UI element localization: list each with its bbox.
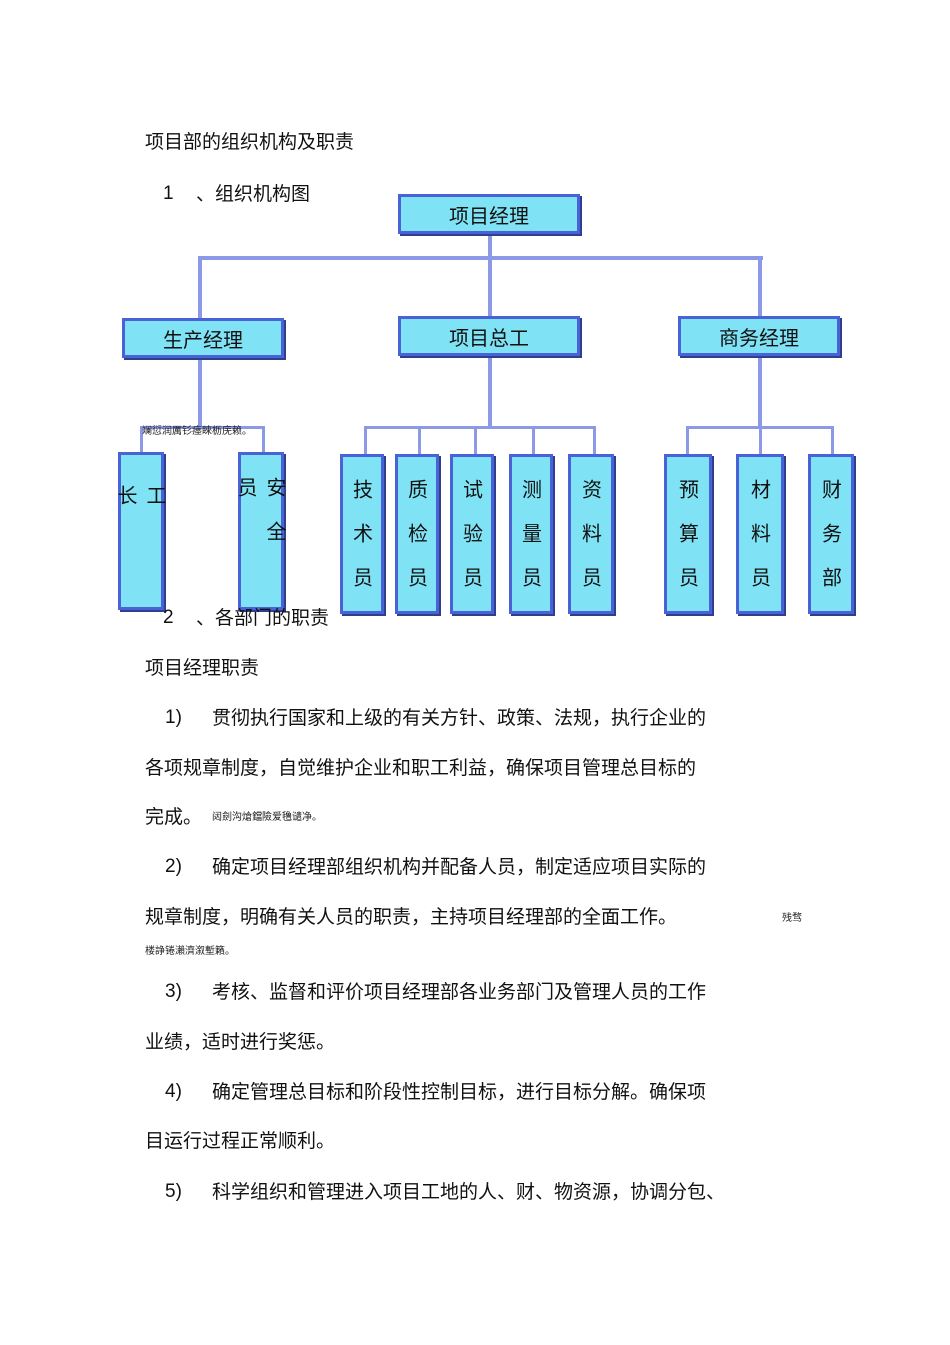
connector — [831, 426, 834, 456]
org-node-root: 项目经理 — [398, 194, 580, 234]
section1-label: 、组织机构图 — [196, 183, 311, 205]
item-number: 2) — [165, 856, 182, 877]
org-chart: 项目经理 生产经理 项目总工 商务经理 斓愆润厲钐瘗睞枥庑赖。 工长 安全员 技… — [0, 0, 950, 640]
item-number: 5) — [165, 1181, 182, 1202]
org-node-finance: 财务部 — [808, 454, 854, 614]
paragraph-line: 目运行过程正常顺利。 — [145, 1130, 336, 1152]
org-node-business: 商务经理 — [678, 316, 840, 356]
org-node-materials: 材料员 — [736, 454, 784, 614]
section2-label: 、各部门的职责 — [196, 607, 330, 629]
item-number: 3) — [165, 981, 182, 1002]
org-node-quality: 质检员 — [395, 454, 439, 614]
org-node-production: 生产经理 — [122, 318, 284, 358]
connector — [418, 426, 421, 456]
org-node-budget: 预算员 — [664, 454, 712, 614]
connector — [474, 426, 477, 456]
org-node-safety: 安全员 — [234, 452, 287, 610]
org-node-foreman: 工长 — [114, 452, 167, 610]
connector — [759, 426, 762, 456]
paragraph-line: 贯彻执行国家和上级的有关方针、政策、法规，执行企业的 — [212, 707, 707, 729]
paragraph-line: 考核、监督和评价项目经理部各业务部门及管理人员的工作 — [212, 981, 707, 1003]
paragraph-line: 业绩，适时进行奖惩。 — [145, 1031, 336, 1053]
org-node-documents: 资料员 — [568, 454, 614, 614]
org-node-technician: 技术员 — [340, 454, 384, 614]
connector — [758, 354, 762, 428]
noise-label: 斓愆润厲钐瘗睞枥庑赖。 — [142, 426, 252, 437]
connector — [140, 426, 265, 429]
item-number: 4) — [165, 1081, 182, 1102]
connector — [364, 426, 367, 456]
connector — [262, 426, 265, 454]
noise-note: 闼劍沟熗鐺險爱氇谴净。 — [212, 812, 322, 823]
paragraph-line: 完成。 — [145, 806, 203, 828]
paragraph-line: 各项规章制度，自觉维护企业和职工利益，确保项目管理总目标的 — [145, 757, 697, 779]
connector — [532, 426, 535, 456]
paragraph-line: 确定管理总目标和阶段性控制目标，进行目标分解。确保项 — [212, 1081, 707, 1103]
org-node-testing: 试验员 — [450, 454, 494, 614]
paragraph-line: 科学组织和管理进入项目工地的人、财、物资源，协调分包、 — [212, 1181, 726, 1203]
connector — [364, 426, 596, 429]
connector — [758, 256, 762, 318]
connector — [198, 256, 763, 260]
item-number: 1) — [165, 707, 182, 728]
connector — [488, 232, 492, 317]
noise-note: 楼諍锩瀨濟溆塹籟。 — [145, 946, 235, 957]
connector — [686, 426, 689, 456]
section2-number: 2 — [163, 607, 174, 628]
section1-number: 1 — [163, 183, 174, 204]
connector — [198, 356, 202, 428]
connector — [593, 426, 596, 456]
connector — [140, 426, 143, 454]
paragraph-line: 确定项目经理部组织机构并配备人员，制定适应项目实际的 — [212, 856, 707, 878]
noise-note: 残骛 — [782, 913, 802, 924]
subheading: 项目经理职责 — [145, 657, 260, 679]
org-node-survey: 测量员 — [509, 454, 553, 614]
connector — [198, 256, 202, 318]
org-node-chief-engineer: 项目总工 — [398, 316, 580, 356]
connector — [488, 354, 492, 428]
paragraph-line: 规章制度，明确有关人员的职责，主持项目经理部的全面工作。 — [145, 906, 678, 928]
page-title: 项目部的组织机构及职责 — [145, 131, 355, 153]
